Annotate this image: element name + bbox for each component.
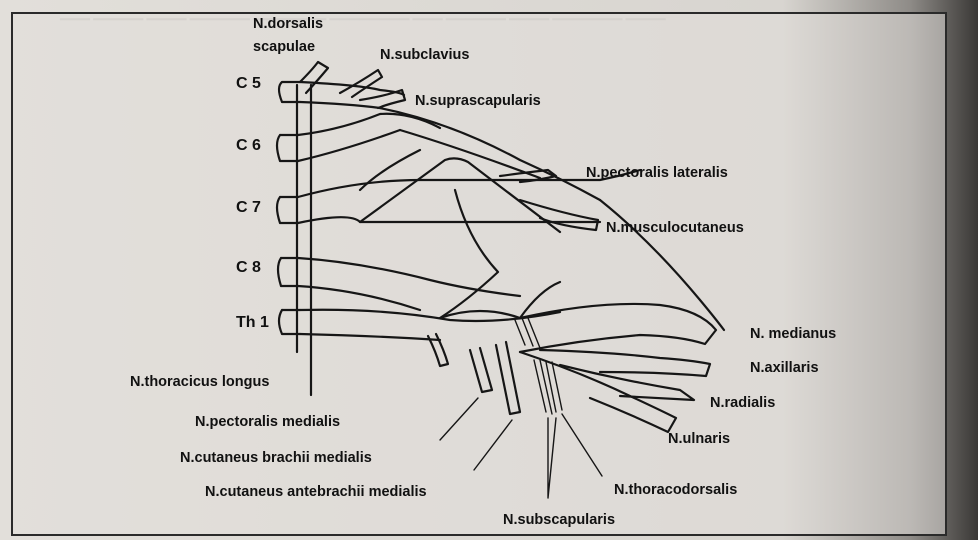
n-pectoralis-medialis-branch [470, 348, 492, 392]
n-cutaneus-brachii-branch [496, 342, 520, 414]
posterior-cord [540, 350, 710, 376]
n-subclavius-branch [340, 70, 382, 97]
label-c5: C 5 [236, 75, 261, 92]
label-n-musculocutaneus: N.musculocutaneus [606, 220, 744, 236]
label-n-dorsalis-line1: N.dorsalis [253, 16, 323, 32]
root-c8-stump [278, 258, 298, 286]
label-n-thoracicus-longus: N.thoracicus longus [130, 374, 269, 390]
c8-root [298, 258, 520, 310]
label-n-ulnaris: N.ulnaris [668, 431, 730, 447]
label-n-pectoralis-medialis: N.pectoralis medialis [195, 414, 340, 430]
label-th1: Th 1 [236, 314, 269, 331]
leader-cutaneus-brachii [474, 420, 512, 470]
subscapular-strands [515, 318, 562, 414]
label-n-subclavius: N.subclavius [380, 47, 469, 63]
label-c6: C 6 [236, 137, 261, 154]
label-n-suprascapularis: N.suprascapularis [415, 93, 541, 109]
spinal-line [297, 85, 311, 395]
n-dorsalis-scapulae-branch [300, 62, 328, 93]
root-c7-stump [277, 197, 298, 223]
label-n-radialis: N.radialis [710, 395, 775, 411]
leader-subscapularis [548, 418, 556, 498]
label-n-pectoralis-lateralis: N.pectoralis lateralis [586, 165, 728, 181]
c6-root [298, 114, 440, 161]
n-musculocutaneus-branch [520, 200, 598, 230]
division-crossing-2 [440, 190, 498, 318]
medial-cord [520, 304, 716, 352]
label-n-cutaneus-brachii-medialis: N.cutaneus brachii medialis [180, 450, 372, 466]
ulnar-path [520, 352, 676, 432]
leader-thoracodorsalis [562, 414, 602, 476]
label-n-cutaneus-antebrachii-medialis: N.cutaneus antebrachii medialis [205, 484, 427, 500]
label-c8: C 8 [236, 259, 261, 276]
label-n-dorsalis-line2: scapulae [253, 39, 315, 55]
label-n-thoracodorsalis: N.thoracodorsalis [614, 482, 737, 498]
leader-pectoralis-medialis [440, 398, 478, 440]
label-n-medianus: N. medianus [750, 326, 836, 342]
label-n-subscapularis: N.subscapularis [503, 512, 615, 528]
label-n-axillaris: N.axillaris [750, 360, 819, 376]
upper-trunk [360, 108, 600, 200]
root-c6-stump [277, 135, 298, 161]
label-c7: C 7 [236, 199, 261, 216]
